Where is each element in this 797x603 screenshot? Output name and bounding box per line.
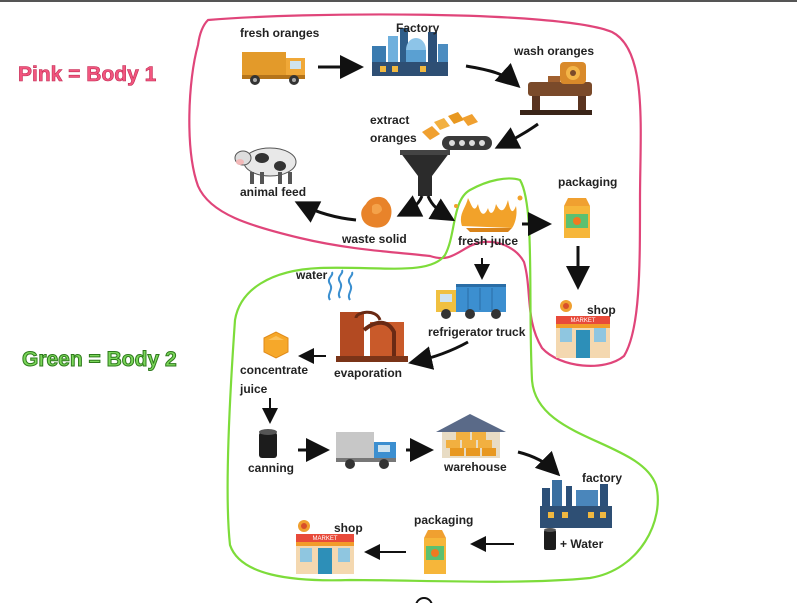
arrow-waste-to-feed (294, 201, 357, 223)
body1-outline (188, 13, 642, 367)
label-concentrate-line2: juice (240, 382, 268, 396)
steam-icon (327, 269, 354, 301)
waste-solid-icon (361, 196, 392, 228)
label-warehouse: warehouse (444, 460, 507, 474)
label-waste-solid: waste solid (342, 232, 407, 246)
legend-body2: Green = Body 2 (22, 348, 178, 372)
juice-carton-icon (564, 198, 590, 238)
label-water: water (296, 268, 328, 282)
funnel-icon (400, 150, 450, 196)
label-shop-bottom: shop (334, 521, 363, 535)
label-factory-bottom: factory (582, 471, 623, 485)
juice-carton-icon-bottom (424, 530, 446, 574)
washing-machine-icon (520, 62, 592, 115)
top-border-line (0, 0, 797, 2)
label-packaging-top: packaging (558, 175, 618, 189)
label-extract-line2: oranges (370, 131, 417, 145)
label-factory-top: Factory (396, 21, 440, 35)
label-evaporation: evaporation (334, 366, 403, 380)
concentrate-hexagon-icon (263, 331, 289, 359)
label-concentrate-line1: concentrate (240, 363, 309, 377)
factory-icon (372, 28, 448, 76)
label-plus-water: + Water (560, 537, 604, 551)
label-fresh-oranges: fresh oranges (240, 26, 320, 40)
delivery-truck-icon-bottom (336, 432, 396, 469)
arrow-factory-to-wash (465, 63, 521, 89)
warehouse-icon (436, 414, 506, 458)
label-extract-line1: extract (370, 113, 410, 127)
market-shop-icon-bottom (296, 520, 354, 574)
arrow-wash-to-extract (494, 122, 539, 149)
label-canning: canning (248, 461, 295, 475)
cow-icon (234, 147, 297, 184)
delivery-truck-icon (242, 52, 305, 85)
label-wash-oranges: wash oranges (514, 44, 595, 58)
label-animal-feed: animal feed (240, 185, 307, 199)
can-icon (259, 429, 277, 458)
label-refrigerator-truck: refrigerator truck (428, 325, 526, 339)
market-shop-icon (556, 300, 610, 358)
body2-outline (226, 177, 659, 583)
label-packaging-bottom: packaging (414, 513, 474, 527)
conveyor-belt-icon (422, 112, 492, 150)
flow-arrows (262, 55, 590, 560)
market-sign-top: MARKET (570, 318, 595, 324)
bottom-edge-circle (415, 597, 433, 603)
arrow-warehouse-to-factory (517, 450, 561, 477)
water-can-icon (544, 528, 556, 550)
market-sign-bottom: MARKET (312, 536, 337, 542)
refrigerator-truck-icon (436, 284, 506, 319)
label-shop-top: shop (587, 303, 616, 317)
label-fresh-juice: fresh juice (458, 234, 519, 248)
arrow-funnel-to-juice (426, 195, 456, 222)
arrow-funnel-to-waste (396, 195, 424, 217)
evaporator-icon (336, 310, 408, 362)
legend-body1: Pink = Body 1 (18, 63, 157, 87)
juice-splash-icon (454, 195, 523, 232)
arrow-truck-to-evaporation (408, 340, 469, 370)
factory-icon-bottom (540, 480, 612, 528)
